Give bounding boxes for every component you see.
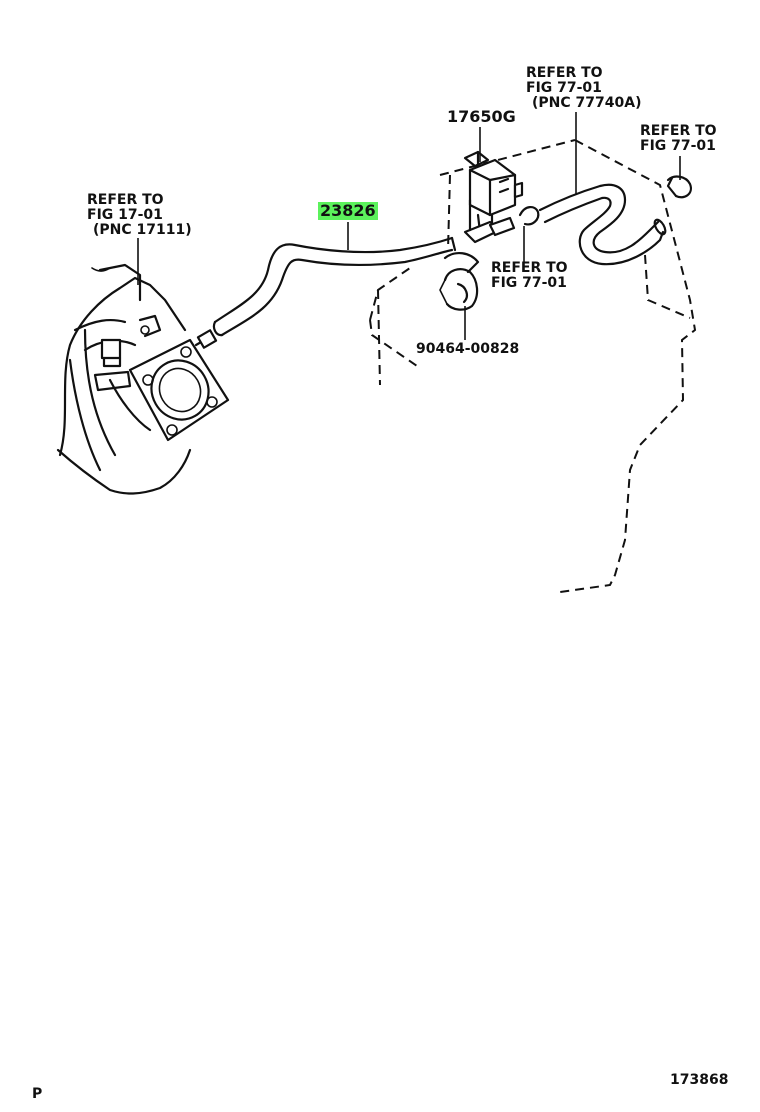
throttle-body (56, 263, 230, 495)
engine-outline (369, 139, 697, 593)
part-number-23826[interactable]: 23826 (320, 201, 376, 220)
corner-code-left: P (32, 1086, 42, 1102)
leader-lines (137, 112, 681, 340)
vacuum-hose-23826 (212, 236, 457, 337)
refer-label-top[interactable]: REFER TO FIG 77-01 (PNC 77740A) (526, 65, 641, 111)
valve-to-canister-hose (518, 175, 692, 266)
hose-clamp-90464-00828 (439, 252, 480, 311)
part-highlight (318, 202, 378, 220)
refer-label-mid[interactable]: REFER TO FIG 77-01 (491, 260, 572, 291)
refer-label-right[interactable]: REFER TO FIG 77-01 (640, 123, 721, 154)
part-number-17650G[interactable]: 17650G (447, 107, 516, 126)
refer-label-left[interactable]: REFER TO FIG 17-01 (PNC 17111) (87, 192, 192, 238)
part-number-90464-00828[interactable]: 90464-00828 (416, 341, 519, 357)
vacuum-switching-valve-17650G (463, 150, 524, 244)
figure-number: 173868 (670, 1072, 728, 1088)
